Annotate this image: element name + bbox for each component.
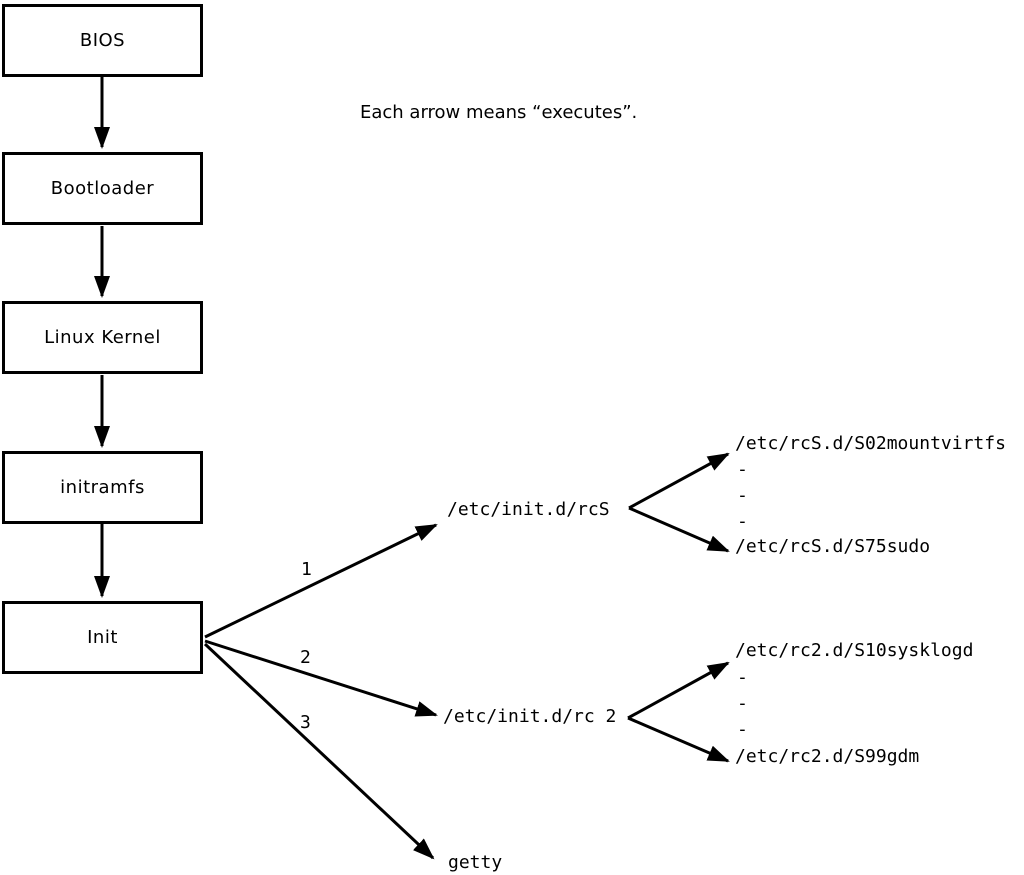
arrow-rc2-to-s99 <box>627 716 730 763</box>
arrow-rcs-to-s75 <box>628 506 730 553</box>
ellipsis-dash: - <box>737 667 748 688</box>
node-linux-kernel-label: Linux Kernel <box>44 327 161 348</box>
ellipsis-dash: - <box>737 511 748 532</box>
node-initramfs: initramfs <box>2 451 203 524</box>
arrow-init-to-rc2 <box>204 639 438 717</box>
script-s02mountvirtfs: /etc/rcS.d/S02mountvirtfs <box>735 433 1006 454</box>
node-init-label: Init <box>87 627 118 648</box>
target-etc-init-d-rc2: /etc/init.d/rc 2 <box>443 706 617 727</box>
node-bootloader: Bootloader <box>2 152 203 225</box>
edge-label-1: 1 <box>301 559 312 580</box>
node-bios-label: BIOS <box>79 30 126 51</box>
script-s10sysklogd: /etc/rc2.d/S10sysklogd <box>735 640 974 661</box>
target-etc-init-d-rcs: /etc/init.d/rcS <box>447 499 610 520</box>
ellipsis-dash: - <box>737 459 748 480</box>
arrow-rcs-to-s02 <box>628 452 730 510</box>
ellipsis-dash: - <box>737 485 748 506</box>
arrow-init-to-rcs <box>204 523 438 639</box>
target-getty: getty <box>448 852 503 873</box>
edge-label-3: 3 <box>300 712 311 733</box>
node-bootloader-label: Bootloader <box>50 178 155 199</box>
node-linux-kernel: Linux Kernel <box>2 301 203 374</box>
edge-label-2: 2 <box>300 647 311 668</box>
note-arrow-meaning: Each arrow means “executes”. <box>360 102 638 123</box>
script-s75sudo: /etc/rcS.d/S75sudo <box>735 536 931 557</box>
ellipsis-dash: - <box>737 693 748 714</box>
node-initramfs-label: initramfs <box>60 477 145 498</box>
script-s99gdm: /etc/rc2.d/S99gdm <box>735 746 920 767</box>
ellipsis-dash: - <box>737 719 748 740</box>
arrow-rc2-to-s10 <box>627 661 730 720</box>
node-bios: BIOS <box>2 4 203 77</box>
arrow-init-to-getty <box>203 642 435 860</box>
node-init: Init <box>2 601 203 674</box>
